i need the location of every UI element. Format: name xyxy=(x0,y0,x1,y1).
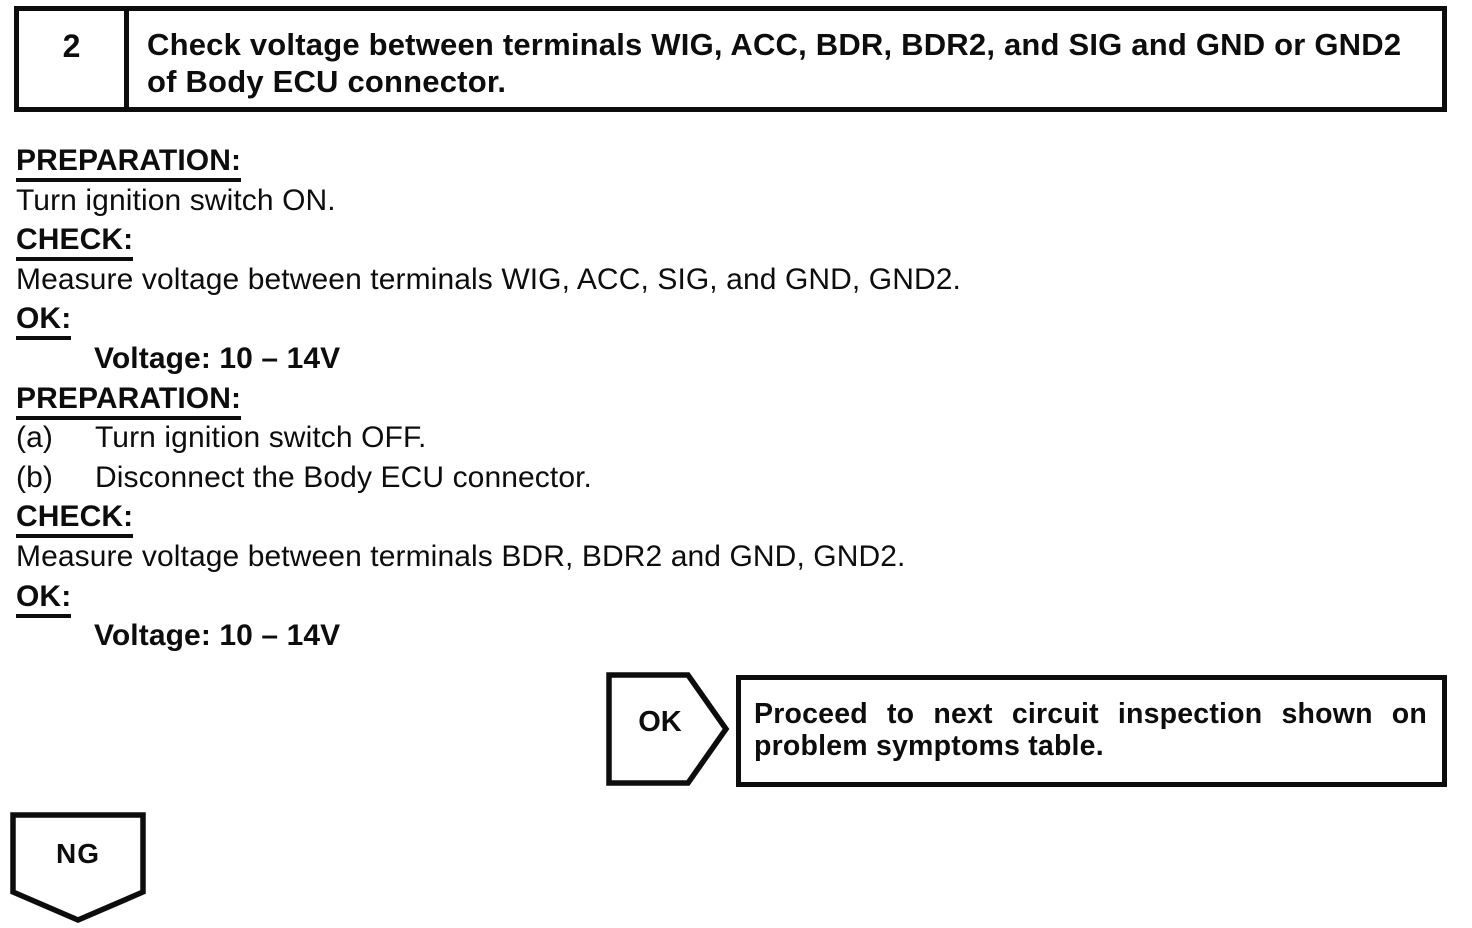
instruction-turn-ignition-on: Turn ignition switch ON. xyxy=(16,183,336,217)
instruction-measure-wig: Measure voltage between terminals WIG, A… xyxy=(16,262,961,296)
list-item-a: (a) Turn ignition switch OFF. xyxy=(16,421,1196,461)
section-heading-ok-2: OK: xyxy=(16,581,72,618)
section-heading-check-1: CHECK: xyxy=(16,224,134,262)
spec-voltage-1: Voltage: 10 – 14V xyxy=(94,341,341,375)
body-line: PREPARATION: xyxy=(16,144,1196,184)
body-line: CHECK: xyxy=(16,223,1196,263)
section-heading-check-2: CHECK: xyxy=(16,501,134,539)
ok-result-text: Proceed to next circuit inspection shown… xyxy=(754,698,1427,762)
ng-branch-label: NG xyxy=(56,838,100,869)
body-line: CHECK: xyxy=(16,500,1196,540)
section-heading-ok-1: OK: xyxy=(16,303,72,341)
instruction-measure-bdr: Measure voltage between terminals BDR, B… xyxy=(16,539,906,573)
ok-branch-label: OK xyxy=(638,706,682,738)
ng-arrow-icon xyxy=(10,812,146,923)
step-header-box: 2 Check voltage between terminals WIG, A… xyxy=(14,6,1447,112)
list-item-label: (b) xyxy=(16,460,53,494)
body-line: OK: xyxy=(16,580,1196,620)
step-title: Check voltage between terminals WIG, ACC… xyxy=(147,27,1402,99)
list-item-text: Turn ignition switch OFF. xyxy=(95,421,427,455)
section-heading-preparation-2: PREPARATION: xyxy=(16,383,242,420)
step-number: 2 xyxy=(19,11,129,107)
body-line: OK: xyxy=(16,302,1196,342)
section-heading-preparation-1: PREPARATION: xyxy=(16,145,242,182)
procedure-body: PREPARATION: Turn ignition switch ON. CH… xyxy=(16,144,1196,659)
ok-result-box: Proceed to next circuit inspection shown… xyxy=(736,675,1447,787)
spec-voltage-2: Voltage: 10 – 14V xyxy=(94,619,341,653)
body-line: PREPARATION: xyxy=(16,382,1196,422)
list-item-b: (b) Disconnect the Body ECU connector. xyxy=(16,461,1196,501)
list-item-label: (a) xyxy=(16,421,53,455)
ok-arrow-icon xyxy=(606,672,730,786)
list-item-text: Disconnect the Body ECU connector. xyxy=(95,460,592,494)
